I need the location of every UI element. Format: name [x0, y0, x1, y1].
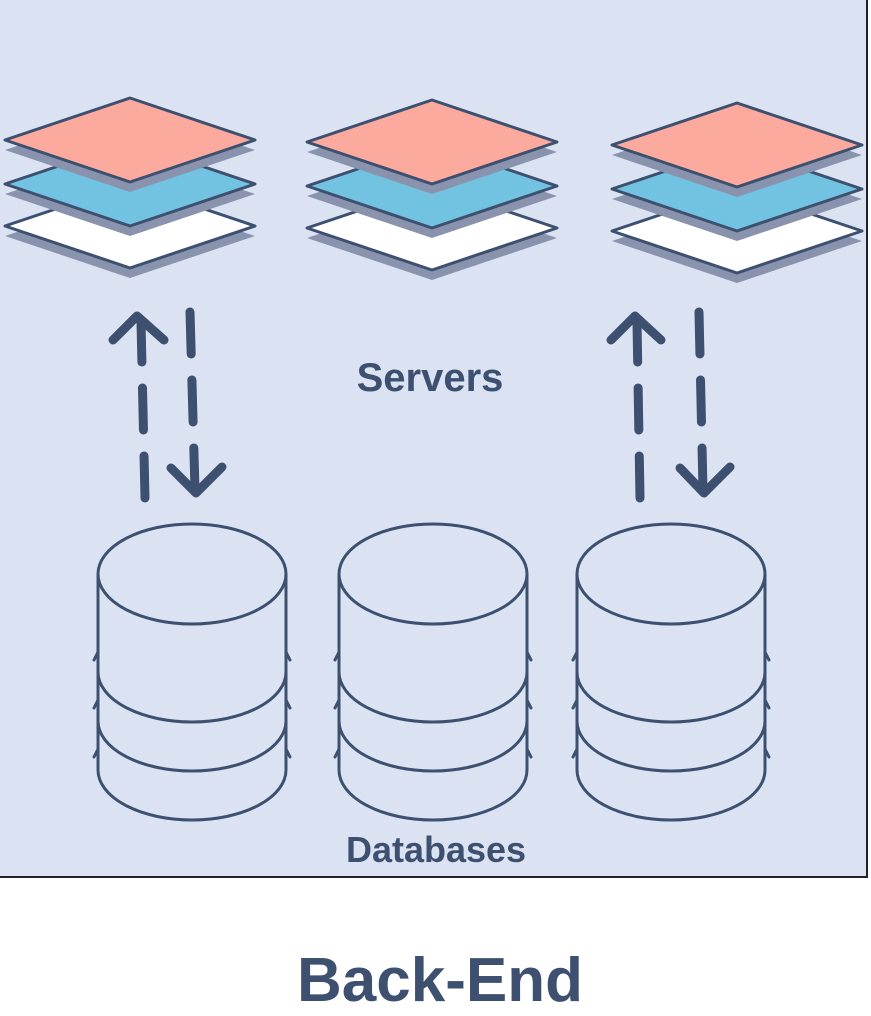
server-icon-left: [3, 96, 257, 280]
databases-label: Databases: [345, 829, 527, 870]
footer-title: Back-End: [297, 946, 583, 1015]
database-icon-center: [333, 522, 533, 822]
server-icon-center: [305, 98, 559, 282]
database-icon-left: [92, 522, 292, 822]
database-icon-right: [571, 522, 771, 822]
server-icon-right: [610, 101, 864, 285]
servers-label: Servers: [356, 356, 504, 400]
data-flow-arrows-left: [108, 307, 227, 503]
data-flow-arrows-right: [606, 307, 735, 503]
